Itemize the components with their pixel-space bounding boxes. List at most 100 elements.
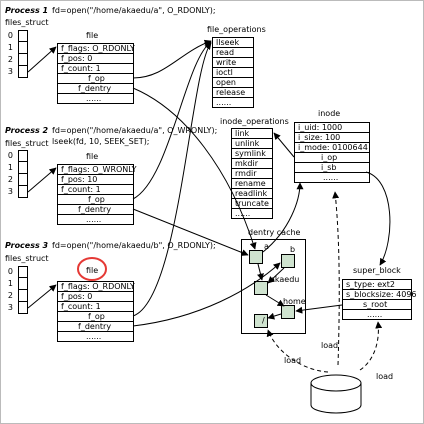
file-operations-title: file_operations	[207, 25, 266, 34]
inode-op-item: unlink	[232, 139, 272, 149]
i-op-arrow	[273, 132, 295, 158]
super-block-field: s_blocksize: 4096	[343, 290, 417, 300]
super-block-field: ......	[343, 310, 411, 320]
inode-field: i_sb	[295, 163, 369, 173]
dentry-home	[281, 305, 295, 319]
process-1-file-label: file	[86, 31, 99, 40]
dentry-inode-arrow	[262, 182, 304, 253]
fd-index: 1	[7, 43, 13, 52]
fd-index: 3	[7, 187, 13, 196]
dentry-parent-arrow	[267, 312, 282, 320]
fd-index: 1	[7, 279, 13, 288]
inode-op-item: mkdir	[232, 159, 272, 169]
process-1-code: fd=open("/home/akaedu/a", O_RDONLY);	[52, 6, 216, 15]
f-op-arrow	[132, 39, 212, 79]
file-op-item: llseek	[213, 38, 253, 48]
inode-field: i_mode: 0100644	[295, 143, 369, 153]
f-op-arrow	[132, 41, 212, 200]
file-op-item: read	[213, 48, 253, 58]
inode-operations-title: inode_operations	[220, 117, 289, 126]
process-1-file-struct: f_flags: O_RDONLY f_pos: 0 f_count: 1 f_…	[57, 43, 135, 104]
load-label: load	[284, 356, 302, 365]
dentry-parent-arrow	[257, 263, 264, 281]
load-arrow	[332, 191, 340, 366]
dentry-parent-arrow	[265, 294, 285, 307]
inode-field: i_size: 100	[295, 133, 369, 143]
f-op-arrow	[132, 42, 212, 317]
inode-op-item: truncate	[232, 199, 272, 209]
process-3-file-label: file	[86, 266, 99, 275]
process-1-files-struct-label: files_struct	[5, 18, 49, 27]
file-field: f_dentry	[58, 84, 133, 94]
fd-index: 0	[7, 31, 13, 40]
file-field: f_op	[58, 74, 133, 84]
process-3-fd-table	[18, 266, 28, 314]
dentry-a-label: a	[264, 242, 269, 251]
file-field: ......	[58, 332, 133, 342]
file-field: f_dentry	[58, 322, 133, 332]
inode-field: ......	[295, 173, 369, 183]
fd-index: 2	[7, 55, 13, 64]
inode-op-item: ......	[232, 209, 272, 219]
process-2-file-label: file	[86, 152, 99, 161]
file-field: f_flags: O_RDONLY	[58, 44, 135, 54]
super-block-struct: s_type: ext2 s_blocksize: 4096 s_root ..…	[342, 279, 417, 320]
file-op-item: ioctl	[213, 68, 253, 78]
file-op-item: ......	[213, 98, 253, 108]
dentry-b-label: b	[290, 245, 296, 254]
process-2-files-struct-label: files_struct	[5, 139, 49, 148]
file-op-item: open	[213, 78, 253, 88]
f-dentry-arrow	[132, 87, 257, 250]
file-field: ......	[58, 215, 133, 225]
file-op-item: release	[213, 88, 253, 98]
fd-index: 0	[7, 267, 13, 276]
file-field: ......	[58, 94, 133, 104]
inode-field: i_uid: 1000	[295, 123, 369, 133]
dentry-cache-title: dentry cache	[248, 228, 301, 237]
process-3-file-struct: f_flags: O_RDONLY f_pos: 0 f_count: 1 f_…	[57, 281, 135, 342]
dentry-akaedu	[254, 281, 268, 295]
dentry-parent-arrow	[267, 267, 285, 284]
file-field: f_pos: 10	[58, 175, 133, 185]
process-2-code: fd=open("/home/akaedu/a", O_WRONLY);	[52, 126, 218, 135]
dentry-akaedu-label: akaedu	[270, 275, 300, 284]
disk-icon	[310, 374, 362, 414]
process-2-fd-table	[18, 150, 28, 198]
s-root-arrow	[295, 304, 343, 314]
inode-op-item: symlink	[232, 149, 272, 159]
inode-struct: i_uid: 1000 i_size: 100 i_mode: 0100644 …	[294, 122, 370, 183]
file-op-item: write	[213, 58, 253, 68]
fd-index: 3	[7, 303, 13, 312]
fd-to-file-arrow	[27, 46, 57, 73]
fd-to-file-arrow	[27, 167, 57, 193]
load-arrow	[359, 321, 383, 371]
fd-to-file-arrow	[27, 284, 57, 309]
file-field: f_op	[58, 312, 133, 322]
i-sb-arrow	[365, 171, 391, 266]
file-operations-struct: llseek read write ioctl open release ...…	[212, 37, 254, 108]
file-field: f_count: 1	[58, 302, 133, 312]
load-label: load	[321, 341, 339, 350]
dentry-home-label: home	[283, 297, 306, 306]
load-label: load	[376, 372, 394, 381]
fd-index: 1	[7, 163, 13, 172]
fd-index: 0	[7, 151, 13, 160]
process-3-code: fd=open("/home/akaedu/b", O_RDONLY);	[52, 241, 216, 250]
inode-title: inode	[318, 109, 341, 118]
dentry-root-label: /	[262, 316, 265, 325]
process-2-file-struct: f_flags: O_WRONLY f_pos: 10 f_count: 1 f…	[57, 164, 137, 225]
load-arrow	[266, 329, 329, 373]
process-3-files-struct-label: files_struct	[5, 254, 49, 263]
file-field: f_flags: O_WRONLY	[58, 165, 137, 175]
inode-op-item: link	[232, 129, 272, 139]
file-field: f_count: 1	[58, 64, 133, 74]
f-dentry-arrow	[132, 262, 281, 327]
highlight-circle	[77, 257, 107, 281]
fd-index: 3	[7, 67, 13, 76]
file-field: f_count: 1	[58, 185, 133, 195]
fd-index: 2	[7, 175, 13, 184]
file-field: f_op	[58, 195, 133, 205]
file-field: f_pos: 0	[58, 54, 133, 64]
f-dentry-arrow	[132, 208, 249, 256]
